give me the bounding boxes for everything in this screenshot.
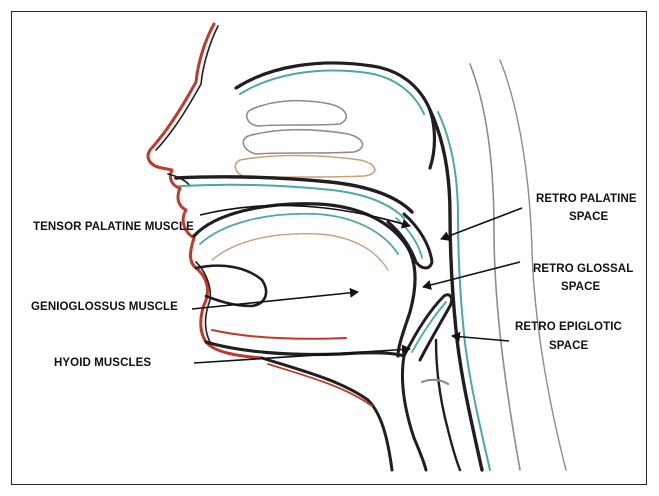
label-retro-epiglotic-line1: RETRO EPIGLOTIC <box>515 321 622 333</box>
tongue-inner-tan <box>212 234 388 270</box>
posterior-pharyngeal-wall <box>430 110 482 470</box>
anterior-neck-outline <box>262 358 392 470</box>
labels: TENSOR PALATINE MUSCLE GENIOGLOSSUS MUSC… <box>31 193 637 369</box>
skull-base-teal <box>240 71 424 114</box>
leader-arrows <box>192 205 522 363</box>
turbinate-middle <box>243 130 362 154</box>
hard-palate <box>176 177 412 212</box>
head-illustration <box>148 24 566 470</box>
spine-outline <box>470 64 520 470</box>
label-retro-palatine-line1: RETRO PALATINE <box>536 193 637 205</box>
label-genioglossus-muscle: GENIOGLOSSUS MUSCLE <box>31 301 178 313</box>
label-tensor-palatine-muscle: TENSOR PALATINE MUSCLE <box>33 221 194 233</box>
floor-of-mouth-red <box>212 330 346 339</box>
turbinate-lower <box>235 156 375 179</box>
label-retro-glossal-line2: SPACE <box>561 281 600 293</box>
label-retro-palatine-line2: SPACE <box>569 211 608 223</box>
label-hyoid-muscles: HYOID MUSCLES <box>54 357 151 369</box>
vocal-fold <box>422 380 448 384</box>
arrow-retro-palatine <box>441 208 522 239</box>
arrow-retro-glossal <box>423 262 520 287</box>
label-retro-glossal-line1: RETRO GLOSSAL <box>533 263 633 275</box>
larynx-back <box>436 340 460 470</box>
turbinate-upper <box>247 101 347 126</box>
label-retro-epiglotic-line2: SPACE <box>549 340 588 352</box>
larynx-front <box>402 356 426 470</box>
anterior-neck-red <box>268 364 372 406</box>
